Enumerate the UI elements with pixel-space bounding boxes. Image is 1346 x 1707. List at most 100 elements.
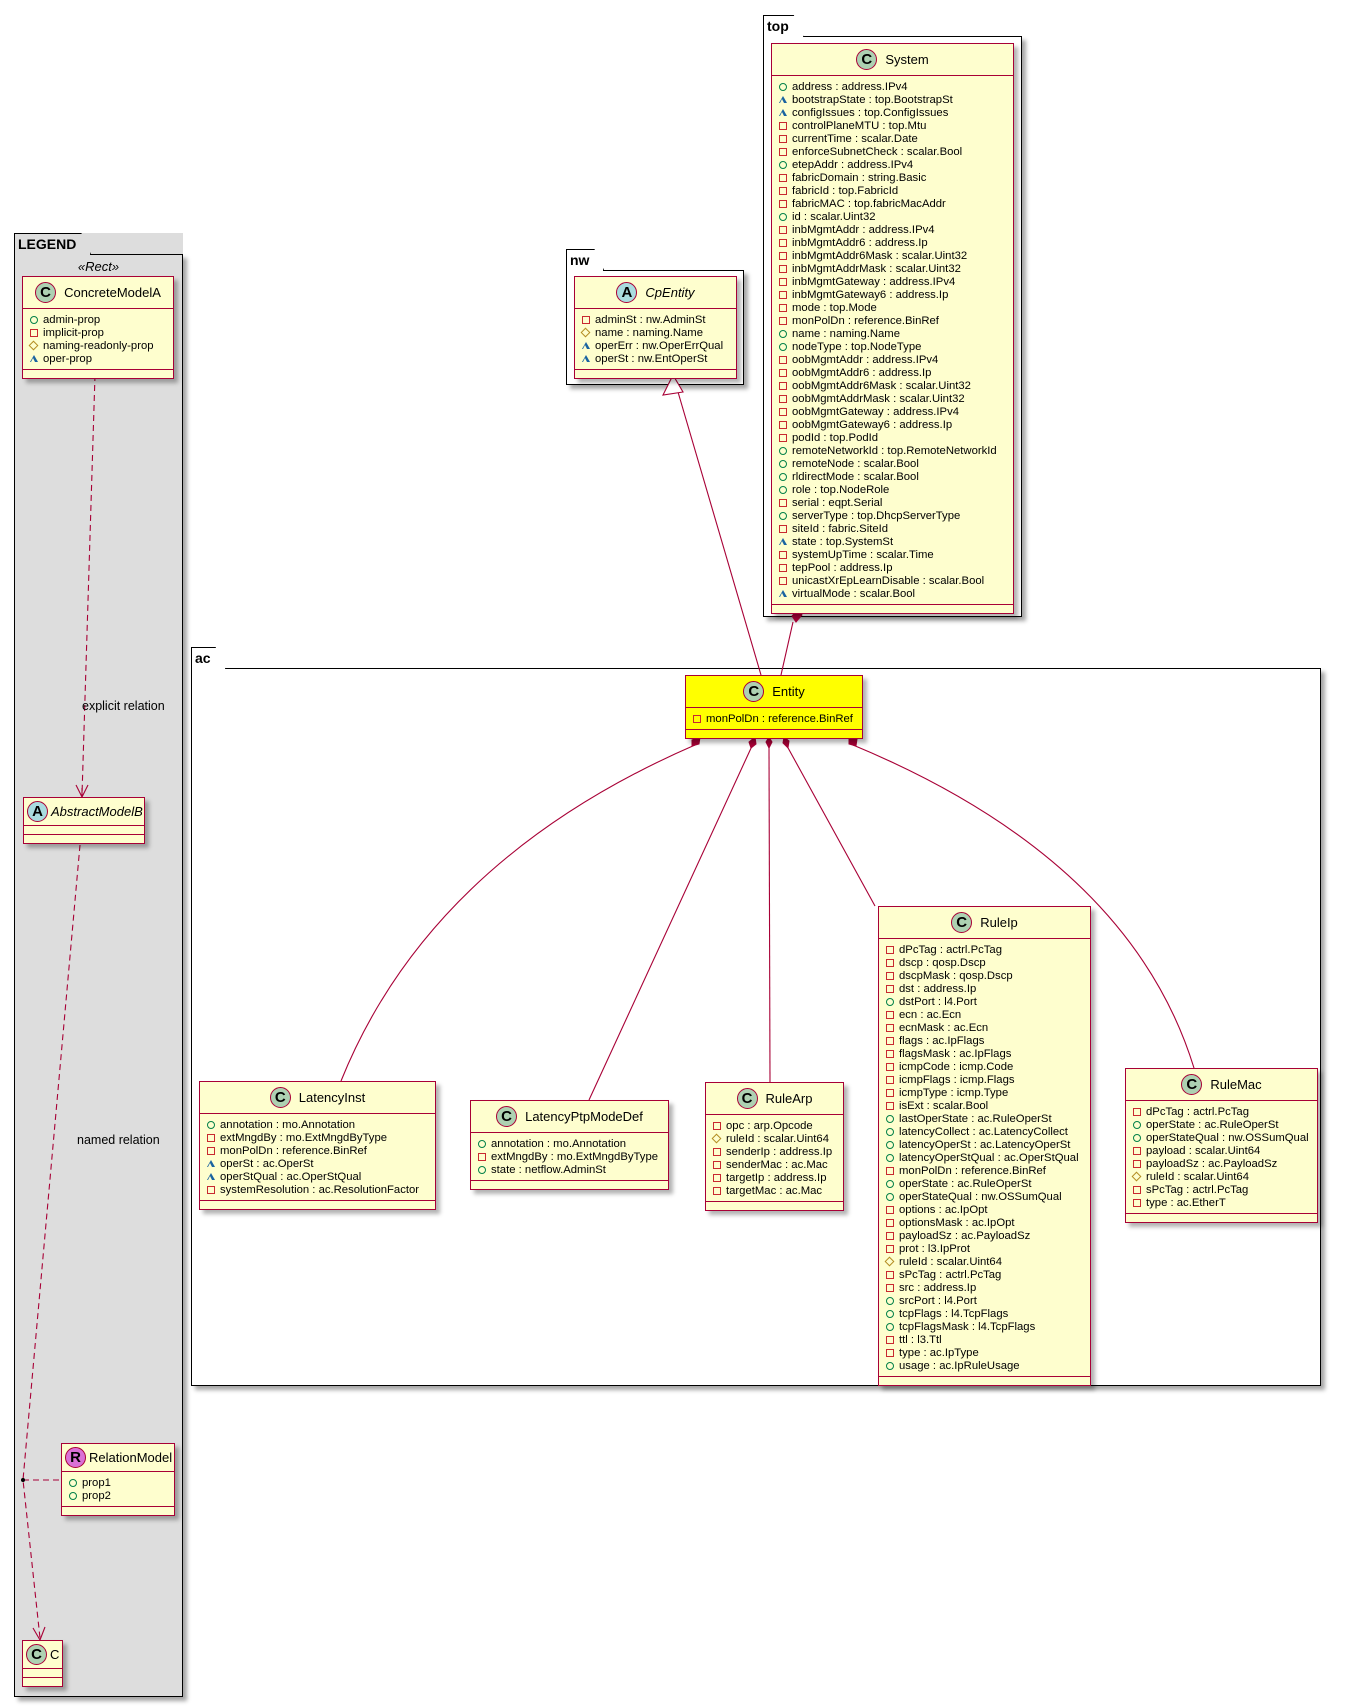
visibility-public-icon [477,1165,486,1174]
generalization-triangle [662,373,684,396]
attribute-text: serverType : top.DhcpServerType [792,509,961,522]
attribute-text: podId : top.PodId [792,431,879,444]
attribute-row: dscpMask : qosp.Dscp [885,969,1084,982]
attribute-text: options : ac.IpOpt [899,1203,988,1216]
visibility-protected-icon [885,1257,894,1266]
visibility-private-icon [1132,1198,1141,1207]
class-name: RuleIp [980,915,1018,930]
visibility-private-icon [778,264,787,273]
visibility-public-icon [477,1139,486,1148]
visibility-private-icon [885,971,894,980]
attribute-row: dstPort : l4.Port [885,995,1084,1008]
attribute-row: ecn : ac.Ecn [885,1008,1084,1021]
method-list [772,605,1013,613]
attribute-row: monPolDn : reference.BinRef [206,1144,429,1157]
attribute-text: icmpFlags : icmp.Flags [899,1073,1015,1086]
attribute-text: inbMgmtAddrMask : scalar.Uint32 [792,262,961,275]
visibility-private-icon [1132,1185,1141,1194]
attribute-row: src : address.Ip [885,1281,1084,1294]
attribute-text: prop2 [82,1489,111,1502]
attribute-row: srcPort : l4.Port [885,1294,1084,1307]
attribute-row: oobMgmtAddr6Mask : scalar.Uint32 [778,379,1007,392]
visibility-public-icon [885,1114,894,1123]
visibility-public-icon [778,329,787,338]
class-name: LatencyPtpModeDef [525,1109,643,1124]
attribute-text: prop1 [82,1476,111,1489]
attribute-row: senderMac : ac.Mac [712,1158,837,1171]
attribute-row: optionsMask : ac.IpOpt [885,1216,1084,1229]
visibility-public-icon [885,1140,894,1149]
attribute-text: ruleId : scalar.Uint64 [1146,1170,1249,1183]
attribute-text: currentTime : scalar.Date [792,132,918,145]
attribute-row: fabricMAC : top.fabricMacAddr [778,197,1007,210]
class-name: CpEntity [645,285,695,300]
attribute-text: dscp : qosp.Dscp [899,956,986,969]
visibility-public-icon [885,997,894,1006]
visibility-private-icon [885,1010,894,1019]
composition-diamond-latencyinst [691,736,701,747]
visibility-private-icon [885,1101,894,1110]
attribute-text: virtualMode : scalar.Bool [792,587,916,600]
attribute-row: fabricDomain : string.Basic [778,171,1007,184]
attribute-row: sPcTag : actrl.PcTag [1132,1183,1311,1196]
attribute-text: oobMgmtGateway : address.IPv4 [792,405,960,418]
attribute-text: oobMgmtGateway6 : address.Ip [792,418,953,431]
attribute-text: oobMgmtAddr6Mask : scalar.Uint32 [792,379,971,392]
visibility-private-icon [778,199,787,208]
class-icon: C [743,681,765,702]
attribute-row: prop1 [68,1476,168,1489]
attribute-text: oobMgmtAddrMask : scalar.Uint32 [792,392,965,405]
visibility-private-icon [778,238,787,247]
composition-entity-latencyptpmodedef [588,745,753,1101]
package-tab-nw: nw [566,249,604,271]
visibility-public-icon [1132,1120,1141,1129]
attribute-text: operStQual : ac.OperStQual [220,1170,362,1183]
visibility-private-icon [692,714,701,723]
visibility-public-icon [206,1120,215,1129]
attribute-text: state : top.SystemSt [792,535,894,548]
attribute-text: remoteNode : scalar.Bool [792,457,919,470]
attribute-text: tcpFlags : l4.TcpFlags [899,1307,1009,1320]
class-icon: C [496,1106,518,1127]
attribute-row: unicastXrEpLearnDisable : scalar.Bool [778,574,1007,587]
attribute-text: fabricDomain : string.Basic [792,171,927,184]
attribute-text: ruleId : scalar.Uint64 [899,1255,1002,1268]
attribute-row: admin-prop [29,313,167,326]
attribute-text: configIssues : top.ConfigIssues [792,106,949,119]
relation-class-icon: R [65,1447,86,1468]
class-name: RuleArp [765,1091,813,1106]
attribute-text: remoteNetworkId : top.RemoteNetworkId [792,444,997,457]
generalization-line [677,391,762,676]
method-list [62,1507,174,1515]
attribute-row: payloadSz : ac.PayloadSz [885,1229,1084,1242]
visibility-package-icon [778,537,787,546]
attribute-row: operStateQual : nw.OSSumQual [885,1190,1084,1203]
attribute-row: virtualMode : scalar.Bool [778,587,1007,600]
attribute-row: icmpType : icmp.Type [885,1086,1084,1099]
attribute-text: prot : l3.IpProt [899,1242,970,1255]
method-list [1126,1214,1317,1222]
attribute-text: ruleId : scalar.Uint64 [726,1132,829,1145]
attribute-row: isExt : scalar.Bool [885,1099,1084,1112]
class-icon: C [35,282,57,303]
visibility-private-icon [477,1152,486,1161]
attribute-text: srcPort : l4.Port [899,1294,977,1307]
explicit-relation-label: explicit relation [82,699,165,713]
attribute-row: senderIp : address.Ip [712,1145,837,1158]
attribute-text: operState : ac.RuleOperSt [899,1177,1032,1190]
